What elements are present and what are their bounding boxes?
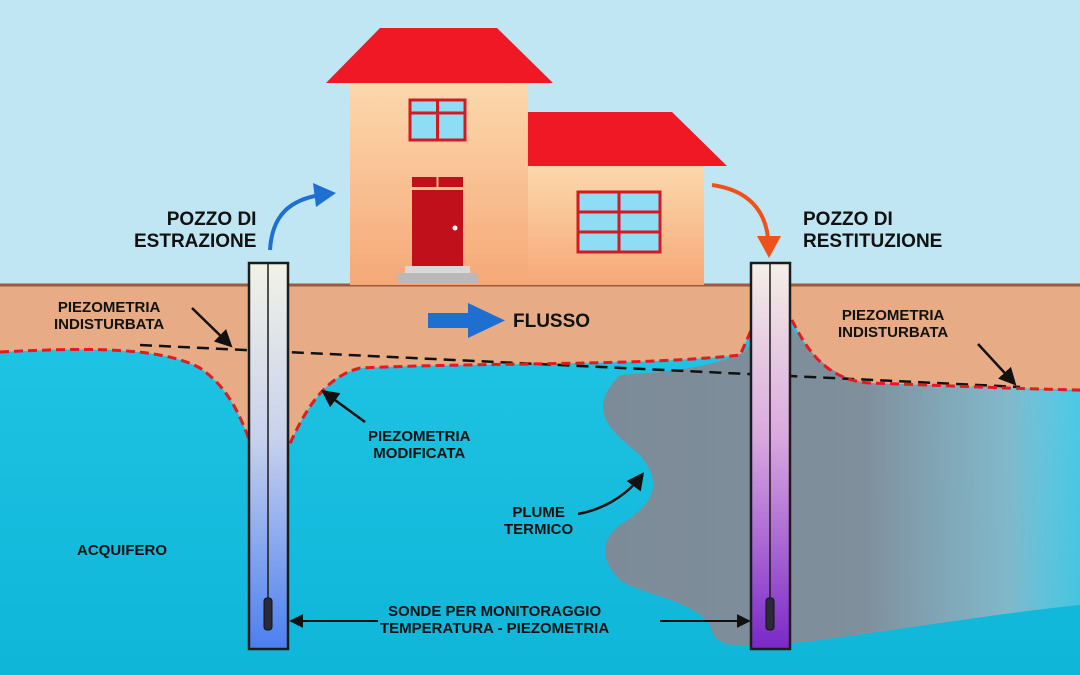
probe-icon bbox=[263, 597, 273, 631]
house-annex-roof bbox=[528, 112, 727, 166]
label-line: INDISTURBATA bbox=[54, 316, 165, 334]
label-line: MODIFICATA bbox=[373, 445, 466, 463]
thermal-plume bbox=[602, 300, 1080, 646]
label-plume-termico: PLUME TERMICO bbox=[504, 504, 573, 539]
label-pozzo-restituzione: POZZO DI RESTITUZIONE bbox=[803, 209, 942, 253]
label-line: INDISTURBATA bbox=[838, 324, 949, 342]
label-line: POZZO DI bbox=[803, 209, 893, 230]
label-pozzo-estrazione: POZZO DI ESTRAZIONE bbox=[134, 209, 256, 253]
undisturbed-piezometry-line bbox=[139, 343, 1021, 389]
label-acquifero: ACQUIFERO bbox=[77, 542, 167, 559]
label-sonde: SONDE PER MONITORAGGIO TEMPERATURA - PIE… bbox=[380, 603, 609, 638]
label-line: PLUME bbox=[512, 504, 565, 521]
extraction-arrow-head bbox=[313, 183, 336, 207]
pointer-undisturbed-right bbox=[977, 343, 1017, 386]
label-piezometria-modificata: PIEZOMETRIA MODIFICATA bbox=[368, 428, 471, 463]
label-line: TEMPERATURA - PIEZOMETRIA bbox=[380, 620, 610, 638]
probe-icon bbox=[765, 597, 775, 631]
label-line: RESTITUZIONE bbox=[803, 230, 943, 252]
modified-piezometry-line bbox=[0, 296, 1080, 457]
door-step-bottom bbox=[397, 273, 478, 283]
label-line: PIEZOMETRIA bbox=[57, 299, 161, 316]
return-flow-arrow bbox=[711, 183, 770, 239]
label-line: PIEZOMETRIA bbox=[841, 307, 945, 324]
label-line: POZZO DI bbox=[166, 209, 257, 230]
label-line: PIEZOMETRIA bbox=[368, 428, 471, 445]
house bbox=[326, 28, 727, 285]
return-arrow-head bbox=[757, 236, 781, 258]
right-arrow-icon bbox=[428, 303, 505, 338]
annex-window bbox=[576, 190, 662, 254]
label-flusso: FLUSSO bbox=[513, 311, 591, 332]
door-step-top bbox=[405, 266, 470, 273]
house-main-roof bbox=[326, 28, 553, 83]
extraction-flow-arrow bbox=[268, 193, 321, 251]
pointer-modified bbox=[321, 389, 366, 424]
pointer-undisturbed-left bbox=[191, 307, 233, 348]
door-knob bbox=[452, 225, 458, 231]
label-line: ESTRAZIONE bbox=[134, 230, 257, 252]
label-line: TERMICO bbox=[504, 521, 574, 539]
label-piezometria-indisturbata-left: PIEZOMETRIA INDISTURBATA bbox=[54, 299, 164, 334]
upper-window bbox=[408, 98, 467, 142]
pointer-plume bbox=[577, 472, 645, 516]
label-piezometria-indisturbata-right: PIEZOMETRIA INDISTURBATA bbox=[838, 307, 948, 342]
label-line: SONDE PER MONITORAGGIO bbox=[388, 603, 602, 620]
